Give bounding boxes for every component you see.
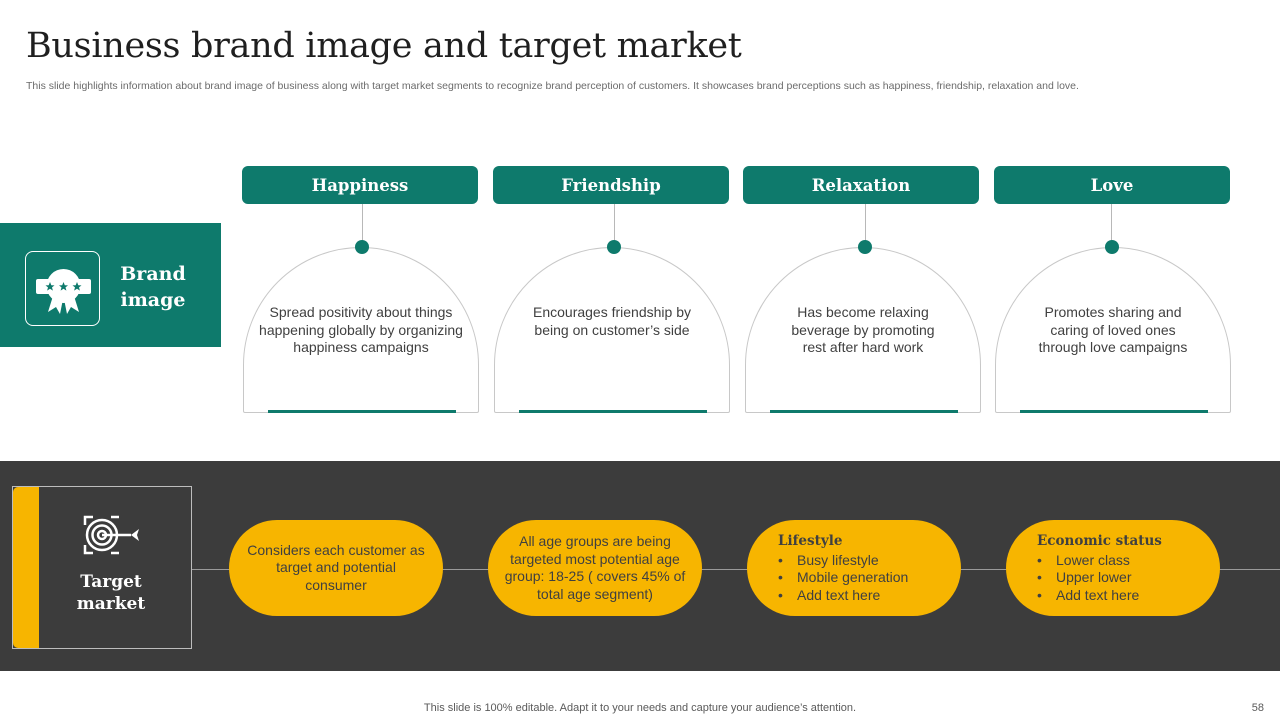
perception-header-friendship: Friendship [493,166,729,204]
list-item: Add text here [1037,587,1220,605]
list-item: Mobile generation [778,569,961,587]
footer-note: This slide is 100% editable. Adapt it to… [423,702,857,714]
award-badge-icon [25,251,100,326]
perception-card-relaxation: Has become relaxing beverage by promotin… [745,247,981,413]
segment-pill-consumer: Considers each customer as target and po… [229,520,443,616]
segment-connector-line [192,569,1280,570]
perception-description: Promotes sharing and caring of loved one… [1038,304,1188,355]
perception-header-relaxation: Relaxation [743,166,979,204]
perception-card-love: Promotes sharing and caring of loved one… [995,247,1231,413]
connector-line [1111,204,1112,244]
segment-pill-age-group: All age groups are being targeted most p… [488,520,702,616]
segment-pill-economic-status: Economic status Lower class Upper lower … [1006,520,1220,616]
list-item: Lower class [1037,552,1220,570]
perception-description: Has become relaxing beverage by promotin… [791,304,935,355]
segment-list: Lower class Upper lower Add text here [1037,552,1220,605]
page-title: Business brand image and target market [26,26,742,66]
target-market-label: Target market [76,572,146,614]
segment-pill-lifestyle: Lifestyle Busy lifestyle Mobile generati… [747,520,961,616]
connector-line [362,204,363,244]
card-underline [519,410,707,413]
accent-bar [13,487,39,648]
target-market-block: Target market [12,486,192,649]
perception-header-love: Love [994,166,1230,204]
connector-dot [1105,240,1119,254]
list-item: Busy lifestyle [778,552,961,570]
perception-header-happiness: Happiness [242,166,478,204]
list-item: Upper lower [1037,569,1220,587]
perception-card-friendship: Encourages friendship by being on custom… [494,247,730,413]
page-number: 58 [1251,702,1264,714]
page-subtitle: This slide highlights information about … [26,80,1079,92]
connector-dot [607,240,621,254]
connector-dot [858,240,872,254]
connector-dot [355,240,369,254]
perception-description: Encourages friendship by being on custom… [533,304,691,338]
target-dart-icon [81,513,141,562]
brand-image-block: Brand image [0,223,221,347]
connector-line [614,204,615,244]
list-item: Add text here [778,587,961,605]
card-underline [1020,410,1208,413]
card-underline [268,410,456,413]
segment-heading: Lifestyle [778,533,843,549]
card-underline [770,410,958,413]
perception-description: Spread positivity about things happening… [259,304,463,355]
brand-image-label: Brand image [120,263,186,311]
segment-heading: Economic status [1037,533,1162,549]
perception-card-happiness: Spread positivity about things happening… [243,247,479,413]
segment-list: Busy lifestyle Mobile generation Add tex… [778,552,961,605]
connector-line [865,204,866,244]
